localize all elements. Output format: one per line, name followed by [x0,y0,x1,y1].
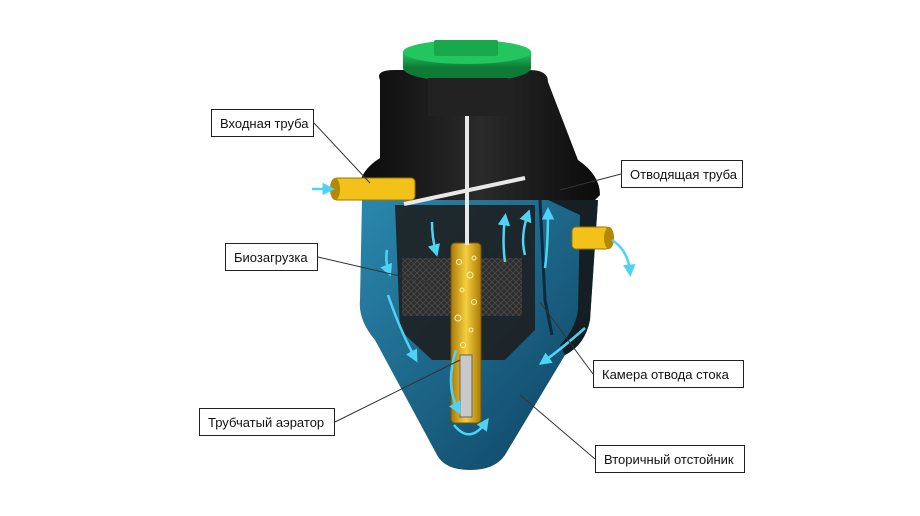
flow-arrows [312,182,636,436]
aerator-bubbles [454,255,477,348]
lid-neck [428,78,508,116]
leader-lines [313,122,622,460]
drain-chamber-wall [538,199,554,336]
outlet-pipe-mouth [604,227,614,249]
label-outlet-pipe: Отводящая труба [621,160,743,188]
air-distribution-line [403,176,526,206]
label-drain-chamber: Камера отвода стока [593,360,744,388]
label-inlet-pipe: Входная труба [211,109,314,137]
aerator-core [459,354,473,418]
label-bio-load: Биозагрузка [225,243,318,271]
label-tube-aerator: Трубчатый аэратор [199,408,335,436]
inlet-pipe-mouth [330,178,340,200]
inlet-pipe [332,177,416,201]
lid-handle [434,40,498,56]
label-secondary-settler: Вторичный отстойник [595,445,745,473]
tank-dome [359,70,600,200]
